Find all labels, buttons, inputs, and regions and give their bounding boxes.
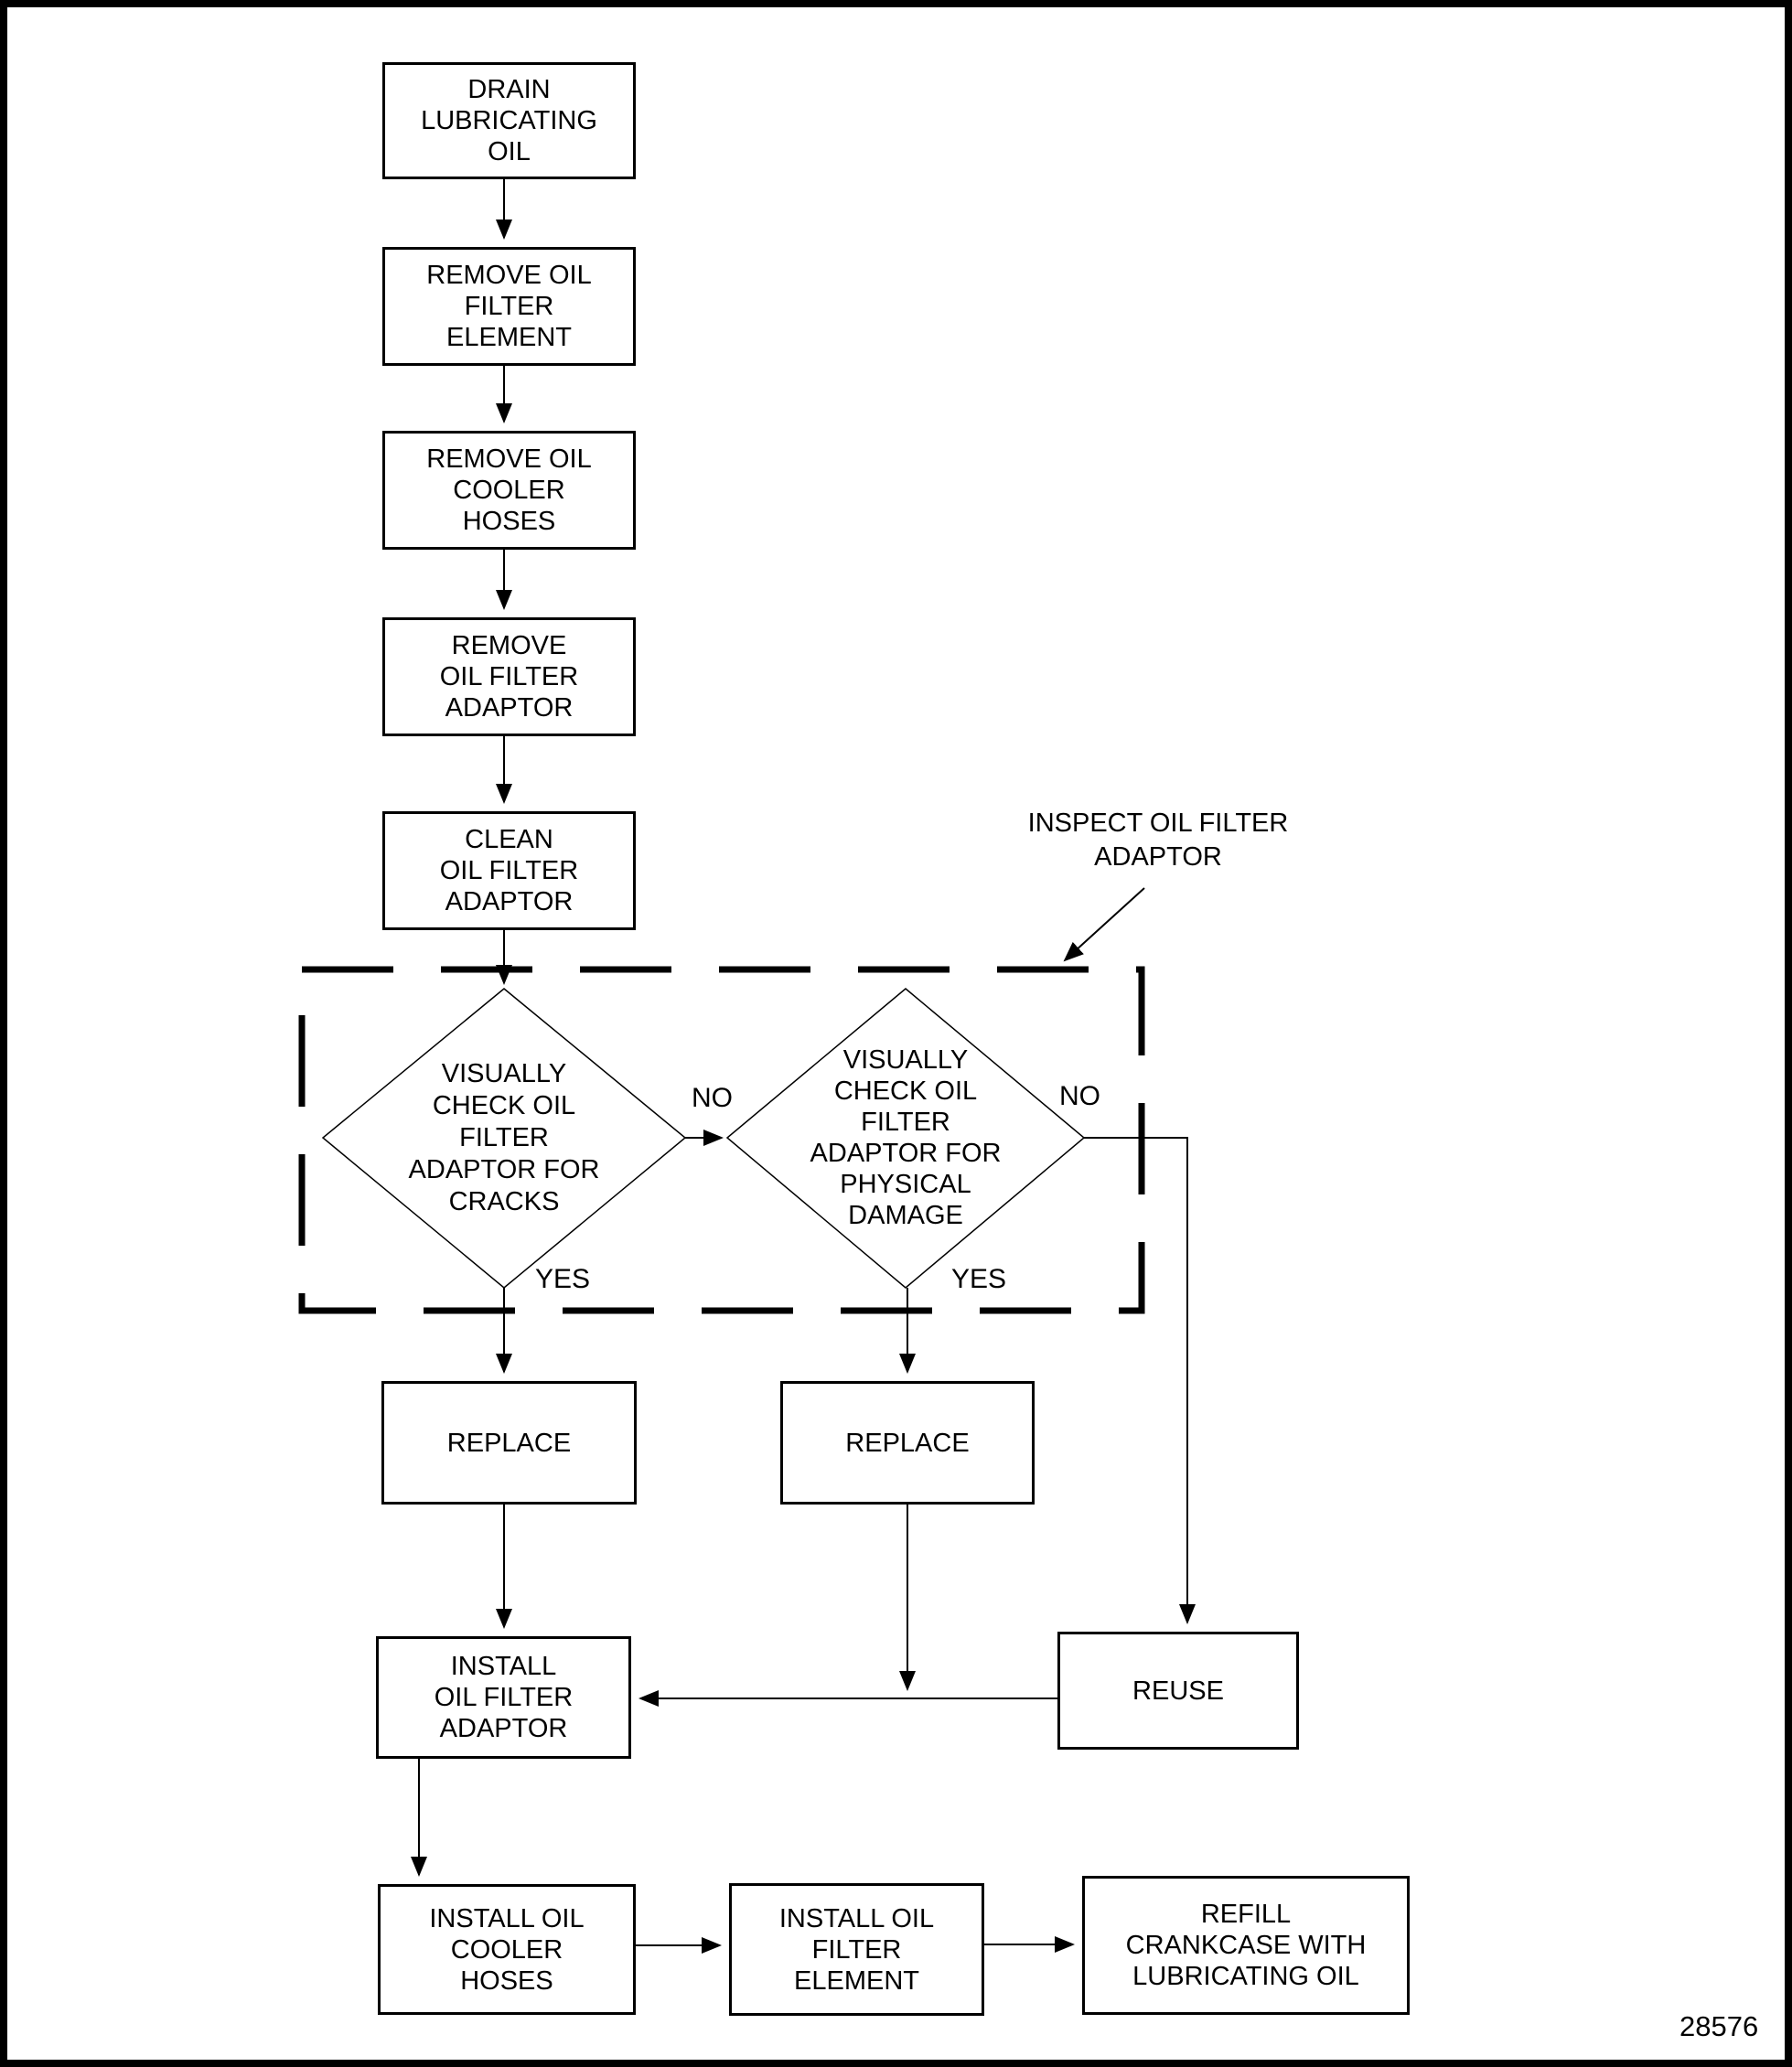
flow-node-install-oil-filter-adaptor: INSTALL OIL FILTER ADAPTOR	[376, 1636, 631, 1759]
flow-node-remove-oil-filter-adaptor: REMOVE OIL FILTER ADAPTOR	[382, 617, 636, 736]
flow-node-reuse-adaptor: REUSE	[1057, 1632, 1299, 1750]
arrow-no-damage-to-reuse	[1084, 1137, 1196, 1624]
edge-label-no-damage: NO	[1059, 1081, 1100, 1111]
flow-node-remove-oil-filter-element: REMOVE OIL FILTER ELEMENT	[382, 247, 636, 366]
inspect-region-dashed-outline	[298, 966, 1145, 1314]
decision-label-check-physical-damage: VISUALLY CHECK OIL FILTER ADAPTOR FOR PH…	[810, 1045, 1002, 1230]
flow-node-replace-cracked-adaptor: REPLACE	[381, 1381, 637, 1505]
flowchart-wires	[298, 179, 1196, 1954]
flow-node-install-oil-filter-element: INSTALL OIL FILTER ELEMENT	[729, 1883, 984, 2016]
flow-node-refill-crankcase: REFILL CRANKCASE WITH LUBRICATING OIL	[1082, 1876, 1410, 2015]
edge-label-yes-cracks: YES	[535, 1264, 591, 1294]
edge-label-yes-damage: YES	[951, 1264, 1007, 1294]
flow-node-clean-oil-filter-adaptor: CLEAN OIL FILTER ADAPTOR	[382, 811, 636, 930]
inspect-oil-filter-adaptor-annotation: INSPECT OIL FILTER ADAPTOR	[1027, 809, 1289, 872]
flow-node-remove-oil-cooler-hoses: REMOVE OIL COOLER HOSES	[382, 431, 636, 550]
decision-diamond-damage	[725, 988, 1086, 1289]
figure-reference-number: 28576	[1679, 2010, 1759, 2042]
flow-node-drain-lubricating-oil: DRAIN LUBRICATING OIL	[382, 62, 636, 179]
inspect-annotation-leader-arrow	[1063, 887, 1145, 962]
flow-node-replace-damaged-adaptor: REPLACE	[780, 1381, 1035, 1505]
decision-label-check-cracks: VISUALLY CHECK OIL FILTER ADAPTOR FOR CR…	[408, 1058, 600, 1216]
flow-node-install-oil-cooler-hoses: INSTALL OIL COOLER HOSES	[378, 1884, 636, 2015]
edge-label-no-cracks: NO	[692, 1083, 733, 1113]
